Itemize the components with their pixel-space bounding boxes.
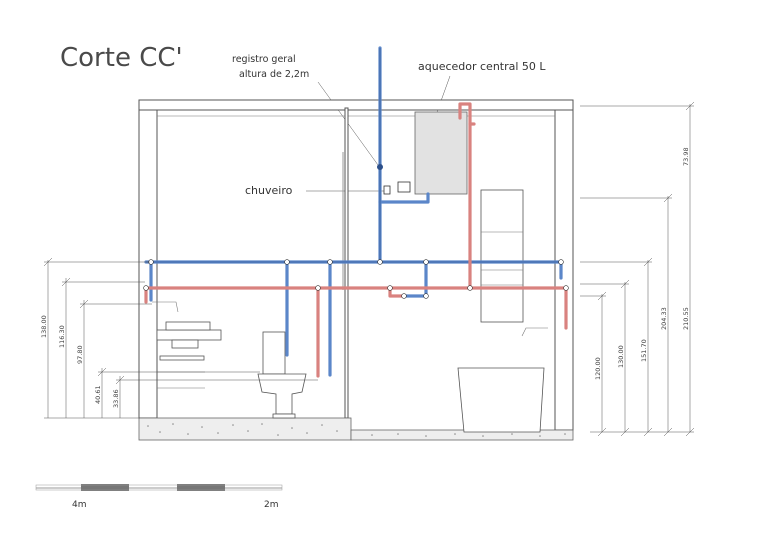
floor-slab-left — [138, 417, 352, 441]
dim-right-210: 210.55 — [682, 307, 690, 330]
left-dimension-chain — [43, 257, 318, 419]
hot-water-pipes — [144, 102, 568, 378]
scale-label-left: 4m — [72, 500, 87, 510]
roof-slab — [138, 99, 574, 111]
shower-head — [383, 181, 411, 195]
washbasin — [156, 321, 222, 389]
dim-left-97: 97.80 — [76, 345, 84, 364]
dim-right-204: 204.33 — [660, 307, 668, 330]
dim-right-73: 73.98 — [682, 147, 690, 166]
registro-label-line2: altura de 2,2m — [239, 69, 309, 80]
pipe-fittings — [143, 259, 569, 299]
dim-right-151: 151.70 — [640, 339, 648, 362]
floor-slab-right — [350, 429, 574, 441]
scale-label-right: 2m — [264, 500, 279, 510]
right-dimension-chain — [580, 101, 695, 437]
chuveiro-label: chuveiro — [245, 184, 293, 197]
cold-water-centerlines — [146, 48, 561, 263]
faucet-left — [152, 301, 179, 313]
dim-left-33: 33.86 — [112, 389, 120, 408]
left-wall — [138, 99, 158, 419]
dim-left-40: 40.61 — [94, 385, 102, 404]
dim-right-130: 130.00 — [617, 345, 625, 368]
dim-left-138: 138.00 — [40, 315, 48, 338]
toilet — [257, 331, 307, 419]
dim-right-120: 120.00 — [594, 357, 602, 380]
registro-valve — [377, 164, 383, 170]
faucet-right — [521, 327, 548, 337]
towel-rack — [480, 189, 524, 323]
floor-hatch — [147, 423, 566, 437]
basin-right — [457, 367, 545, 433]
drawing-title: Corte CC' — [60, 43, 183, 73]
scale-bar — [35, 484, 283, 491]
water-heater — [414, 111, 468, 195]
registro-label-line1: registro geral — [232, 54, 296, 65]
dim-left-116: 116.30 — [58, 325, 66, 348]
aquecedor-label: aquecedor central 50 L — [418, 60, 546, 73]
right-wall — [554, 99, 574, 431]
